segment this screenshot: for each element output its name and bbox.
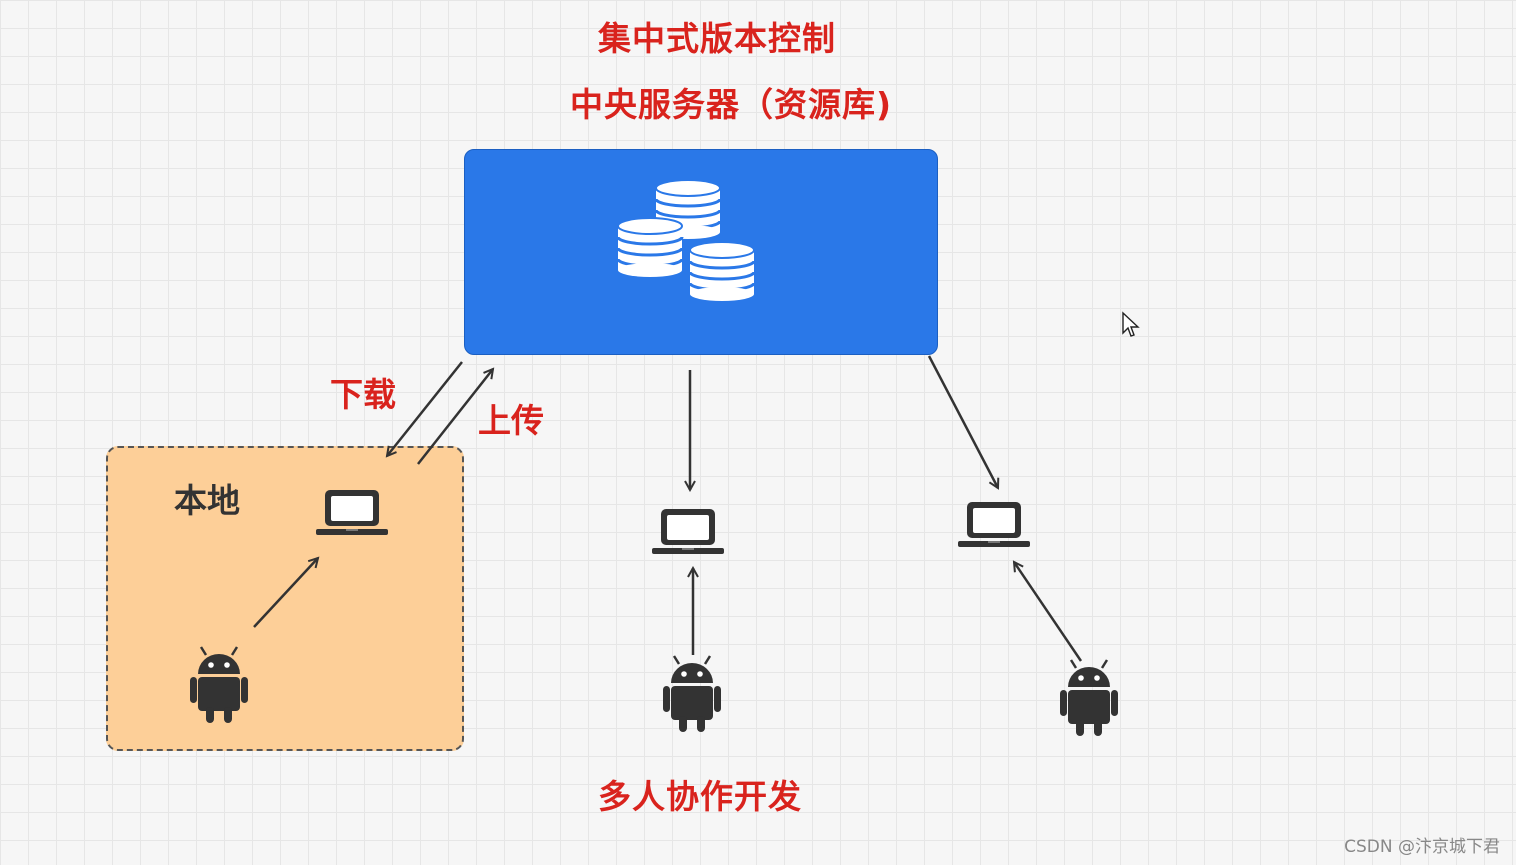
server-to-laptop-3-arrow: [927, 355, 998, 488]
laptop-icon: [958, 502, 1030, 547]
android-icon: [661, 654, 723, 734]
android-1-to-laptop-arrow: [253, 558, 318, 628]
database-stack-icon: [616, 178, 756, 303]
android-icon: [1058, 658, 1120, 738]
server-label: 中央服务器（资源库): [570, 85, 893, 124]
local-label: 本地: [174, 481, 240, 520]
download-label: 下载: [330, 375, 396, 414]
upload-label: 上传: [478, 401, 544, 440]
laptop-icon: [316, 490, 388, 535]
download-arrow: [387, 361, 463, 456]
watermark: CSDN @汴京城下君: [1344, 837, 1500, 857]
diagram-title: 集中式版本控制: [598, 19, 836, 58]
upload-arrow: [417, 369, 493, 465]
local-area-box: [106, 446, 464, 751]
android-3-to-laptop-arrow: [1014, 562, 1083, 662]
laptop-icon: [652, 509, 724, 554]
android-icon: [188, 645, 250, 725]
mouse-cursor-icon: [1122, 311, 1140, 337]
collaboration-label: 多人协作开发: [598, 777, 802, 816]
